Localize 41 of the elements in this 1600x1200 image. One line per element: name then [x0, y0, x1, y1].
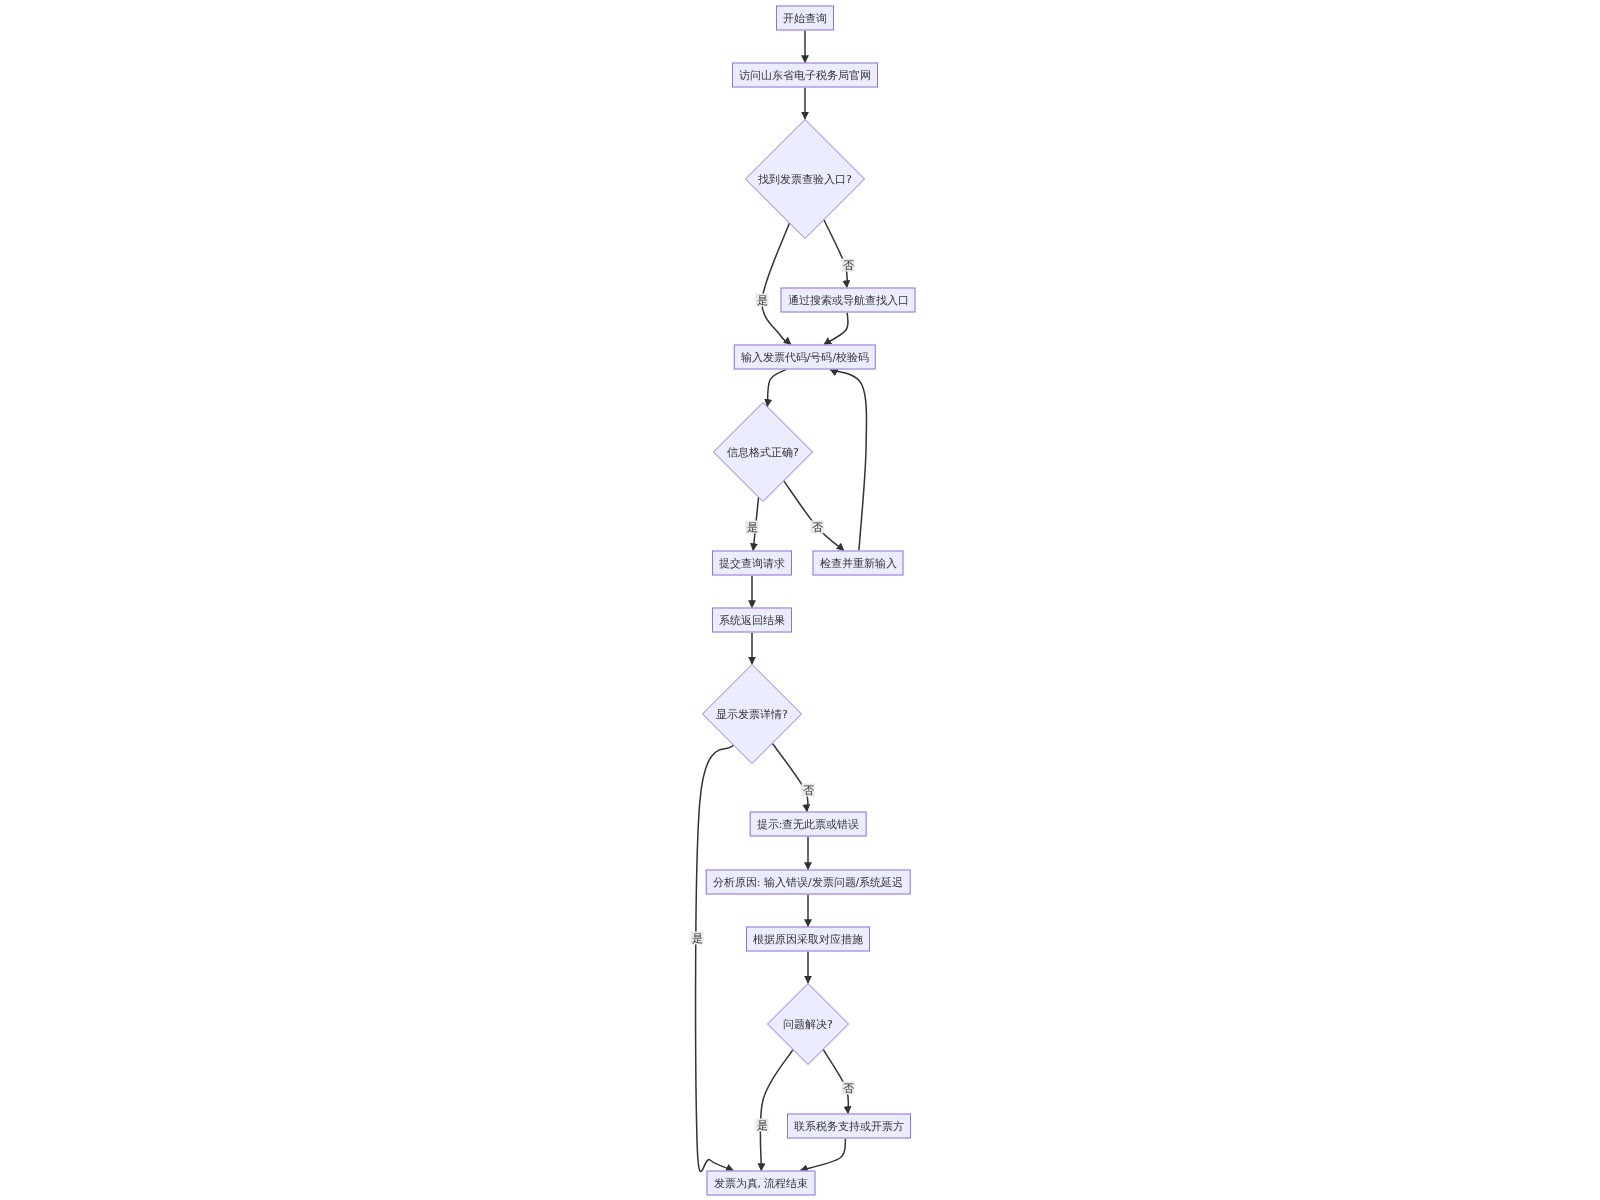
- process-box: 发票为真, 流程结束: [706, 1170, 816, 1196]
- process-box: 联系税务支持或开票方: [787, 1113, 911, 1139]
- process-box: 通过搜索或导航查找入口: [780, 287, 916, 313]
- arrow: [757, 1049, 794, 1172]
- arrow: [829, 368, 868, 552]
- process-box: 分析原因: 输入错误/发票问题/系统延迟: [705, 869, 911, 895]
- edge-label: 否: [801, 783, 815, 797]
- edge-label: 是: [755, 293, 769, 307]
- edge-label: 是: [690, 931, 704, 945]
- arrow: [799, 1137, 847, 1173]
- process-box: 输入发票代码/号码/校验码: [733, 344, 877, 370]
- process-box: 开始查询: [776, 5, 834, 31]
- edge-label: 否: [841, 258, 855, 272]
- arrow: [823, 219, 851, 289]
- process-box: 提示:查无此票或错误: [749, 811, 867, 837]
- decision-diamond: 显示发票详情?: [702, 664, 802, 764]
- arrow: [801, 29, 809, 64]
- edge-label: 是: [755, 1118, 769, 1132]
- edge-label: 是: [745, 520, 759, 534]
- edge-label: 否: [810, 520, 824, 534]
- arrow: [804, 950, 812, 984]
- arrow: [804, 893, 812, 928]
- arrow: [801, 86, 809, 120]
- decision-diamond: 找到发票查验入口?: [745, 119, 865, 239]
- arrow: [763, 368, 787, 408]
- process-box: 提交查询请求: [712, 550, 792, 576]
- arrow: [761, 222, 792, 346]
- process-box: 根据原因采取对应措施: [746, 926, 870, 952]
- arrow: [783, 480, 845, 552]
- arrow: [748, 574, 756, 609]
- decision-diamond: 问题解决?: [767, 983, 849, 1065]
- edge-label: 否: [841, 1081, 855, 1095]
- arrow: [823, 311, 849, 346]
- arrow: [748, 631, 756, 665]
- process-box: 访问山东省电子税务局官网: [732, 62, 878, 88]
- arrow: [804, 835, 812, 871]
- arrow: [694, 744, 735, 1173]
- arrow: [771, 742, 811, 813]
- decision-diamond: 信息格式正确?: [713, 402, 813, 502]
- process-box: 检查并重新输入: [812, 550, 904, 576]
- process-box: 系统返回结果: [712, 607, 792, 633]
